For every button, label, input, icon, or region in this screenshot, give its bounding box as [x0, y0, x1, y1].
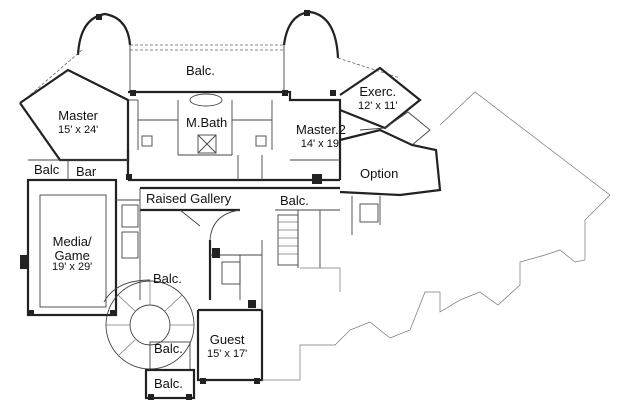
room-name: Balc [34, 162, 60, 177]
option-room-label: Option [360, 166, 398, 183]
top-balcony-outline [21, 10, 401, 103]
exterior-outline [262, 91, 611, 381]
room-dims: 12' x 11' [358, 99, 398, 112]
spiral-stair [103, 279, 195, 370]
room-name: Balc. [186, 63, 215, 78]
balcony-top-label: Balc. [186, 63, 215, 80]
guest-room-label: Guest 15' x 17' [207, 332, 247, 360]
upper-block-walls [126, 90, 342, 182]
room-dims: 19' x 29' [52, 261, 93, 274]
room-name: Exerc. [359, 84, 397, 99]
master-bedroom-walls [19, 68, 138, 162]
master-bath-label: M.Bath [186, 115, 227, 132]
exercise-room-label: Exerc. 12' x 11' [358, 84, 397, 112]
master2-room-label: Master.2 14' x 19' [296, 122, 346, 150]
media-game-label: Media/ Game 19' x 29' [52, 235, 92, 274]
option-room-walls [339, 128, 442, 235]
room-dims: 15' x 17' [207, 347, 248, 360]
room-name: Option [360, 166, 399, 181]
room-name: Balc. [153, 271, 182, 286]
room-name: M.Bath [186, 115, 228, 130]
balcony-bottom-label: Balc. [154, 376, 183, 393]
balcony-left-label: Balc [34, 162, 59, 179]
bar-label: Bar [76, 164, 96, 181]
guest-room-walls [196, 240, 264, 382]
exercise-room-walls [339, 66, 431, 146]
balcony-gallery-label: Balc. [280, 193, 309, 210]
balcony-mid-label: Balc. [153, 271, 182, 288]
room-name: Guest [209, 332, 245, 347]
bottom-balconies [144, 341, 260, 400]
room-name: Bar [76, 164, 97, 179]
room-name: Balc. [154, 376, 183, 391]
room-name: Balc. [280, 193, 309, 208]
gallery-walls [140, 186, 340, 241]
media-room-walls [20, 159, 141, 317]
right-stair [277, 210, 321, 268]
raised-gallery-label: Raised Gallery [146, 191, 231, 208]
column-marks [28, 10, 336, 316]
room-name: Master [58, 108, 99, 123]
room-name: Balc. [154, 341, 183, 356]
room-dims: 15' x 24' [58, 123, 99, 136]
room-name: Raised Gallery [146, 191, 232, 206]
room-dims: 14' x 19' [300, 137, 342, 150]
room-name: Media/ [52, 234, 92, 249]
room-name-line2: Game [54, 247, 90, 263]
room-name: Master.2 [296, 122, 346, 137]
balcony-stair-label: Balc. [154, 341, 183, 358]
master-room-label: Master 15' x 24' [58, 108, 98, 136]
